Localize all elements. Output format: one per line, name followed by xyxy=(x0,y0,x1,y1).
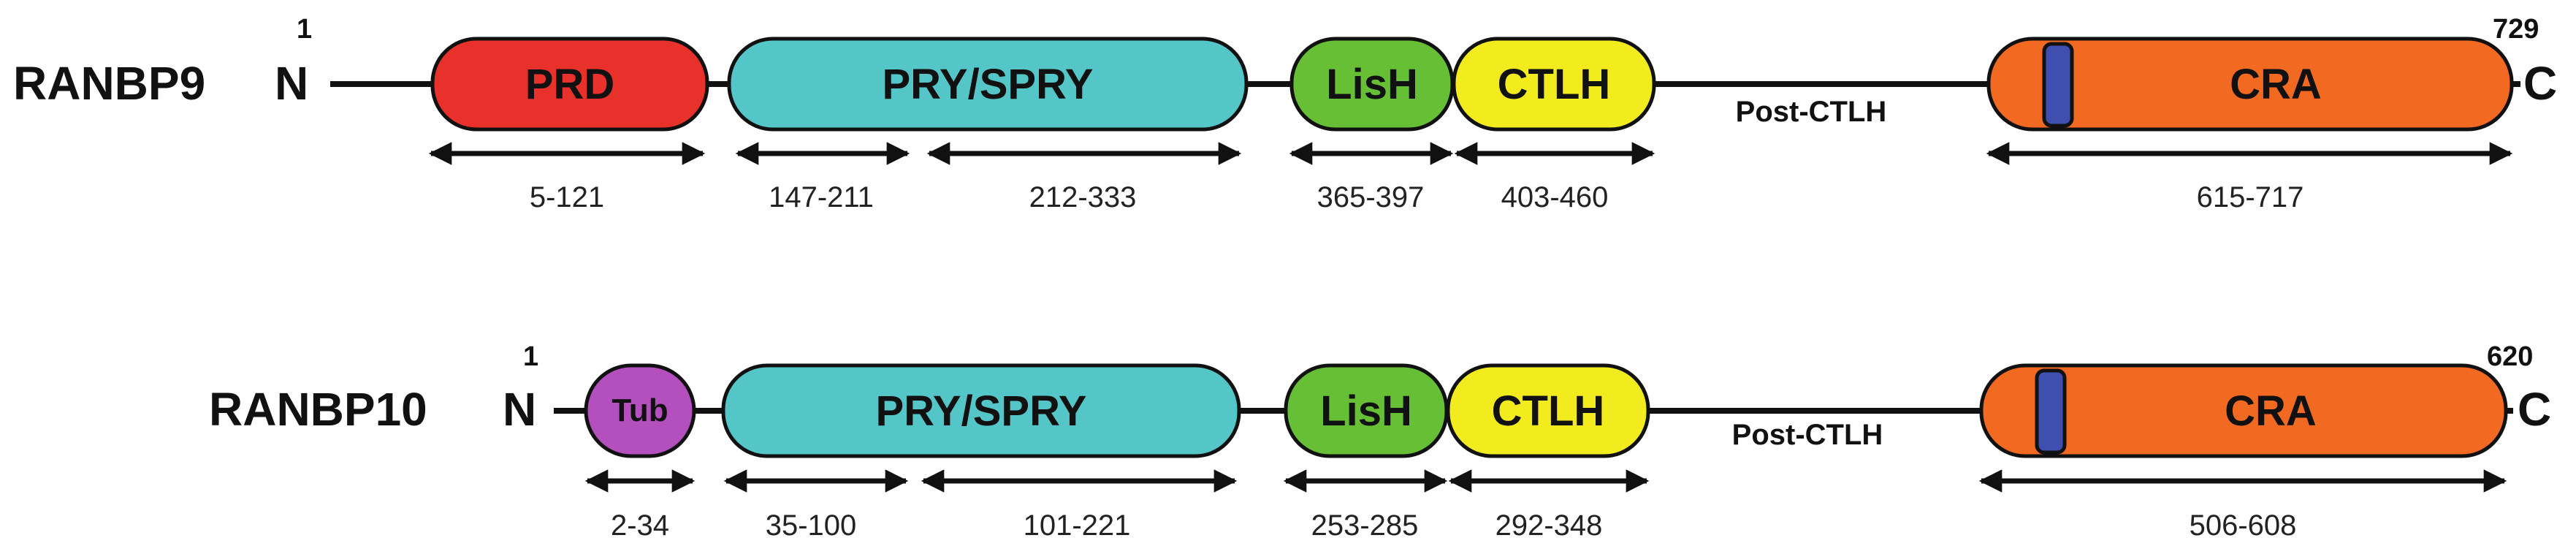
end-residue: 729 xyxy=(2493,14,2539,45)
start-residue: 1 xyxy=(523,341,538,372)
ctlh-domain xyxy=(1446,363,1650,458)
cra-motif-stripe xyxy=(2042,42,2074,128)
ctlh-range: 403-460 xyxy=(1501,181,1609,213)
cra-range: 506-608 xyxy=(2190,509,2297,542)
n-terminus-label: N xyxy=(503,383,536,436)
post-ctlh-label: Post-CTLH xyxy=(1736,96,1887,128)
pry-spry-domain-label: PRY/SPRY xyxy=(875,387,1086,435)
cra-motif-stripe xyxy=(2035,368,2067,455)
start-residue: 1 xyxy=(297,14,312,45)
lish-domain-label: LisH xyxy=(1320,387,1412,435)
cra-domain xyxy=(1979,363,2508,458)
pry-spry-domain xyxy=(727,37,1249,132)
tub-domain xyxy=(584,363,696,458)
cra-domain xyxy=(1986,37,2514,132)
ctlh-domain-label: CTLH xyxy=(1492,387,1605,435)
cra-domain-label: CRA xyxy=(2230,61,2322,108)
ctlh-range: 292-348 xyxy=(1495,509,1603,542)
ranbp10-row: RANBP10 N 1 C 620 Tub PRY/SPRY LisH CTLH… xyxy=(209,341,2551,542)
end-residue: 620 xyxy=(2487,341,2533,372)
protein-name: RANBP10 xyxy=(209,383,427,436)
pry-range: 35-100 xyxy=(766,509,857,542)
c-terminus-label: C xyxy=(2523,57,2557,110)
lish-range: 365-397 xyxy=(1317,181,1425,213)
post-ctlh-label: Post-CTLH xyxy=(1732,419,1883,451)
tub-domain-label: Tub xyxy=(611,393,668,428)
pry-spry-domain-label: PRY/SPRY xyxy=(882,61,1093,108)
pry-range: 147-211 xyxy=(769,181,874,213)
lish-range: 253-285 xyxy=(1311,509,1419,542)
prd-range: 5-121 xyxy=(530,181,604,213)
protein-name: RANBP9 xyxy=(13,57,205,110)
ranbp9-row: RANBP9 N 1 C 729 PRD PRY/SPRY LisH CTLH … xyxy=(13,14,2557,213)
ctlh-domain-label: CTLH xyxy=(1498,61,1611,108)
ctlh-domain xyxy=(1452,37,1656,132)
lish-domain-label: LisH xyxy=(1326,61,1418,108)
c-terminus-label: C xyxy=(2518,383,2551,436)
spry-range: 212-333 xyxy=(1029,181,1137,213)
cra-domain-label: CRA xyxy=(2225,387,2317,435)
spry-range: 101-221 xyxy=(1024,509,1131,542)
n-terminus-label: N xyxy=(275,57,308,110)
tub-range: 2-34 xyxy=(611,509,669,542)
prd-domain xyxy=(430,37,709,132)
pry-spry-domain xyxy=(721,363,1241,458)
cra-range: 615-717 xyxy=(2197,181,2304,213)
prd-domain-label: PRD xyxy=(525,61,614,108)
